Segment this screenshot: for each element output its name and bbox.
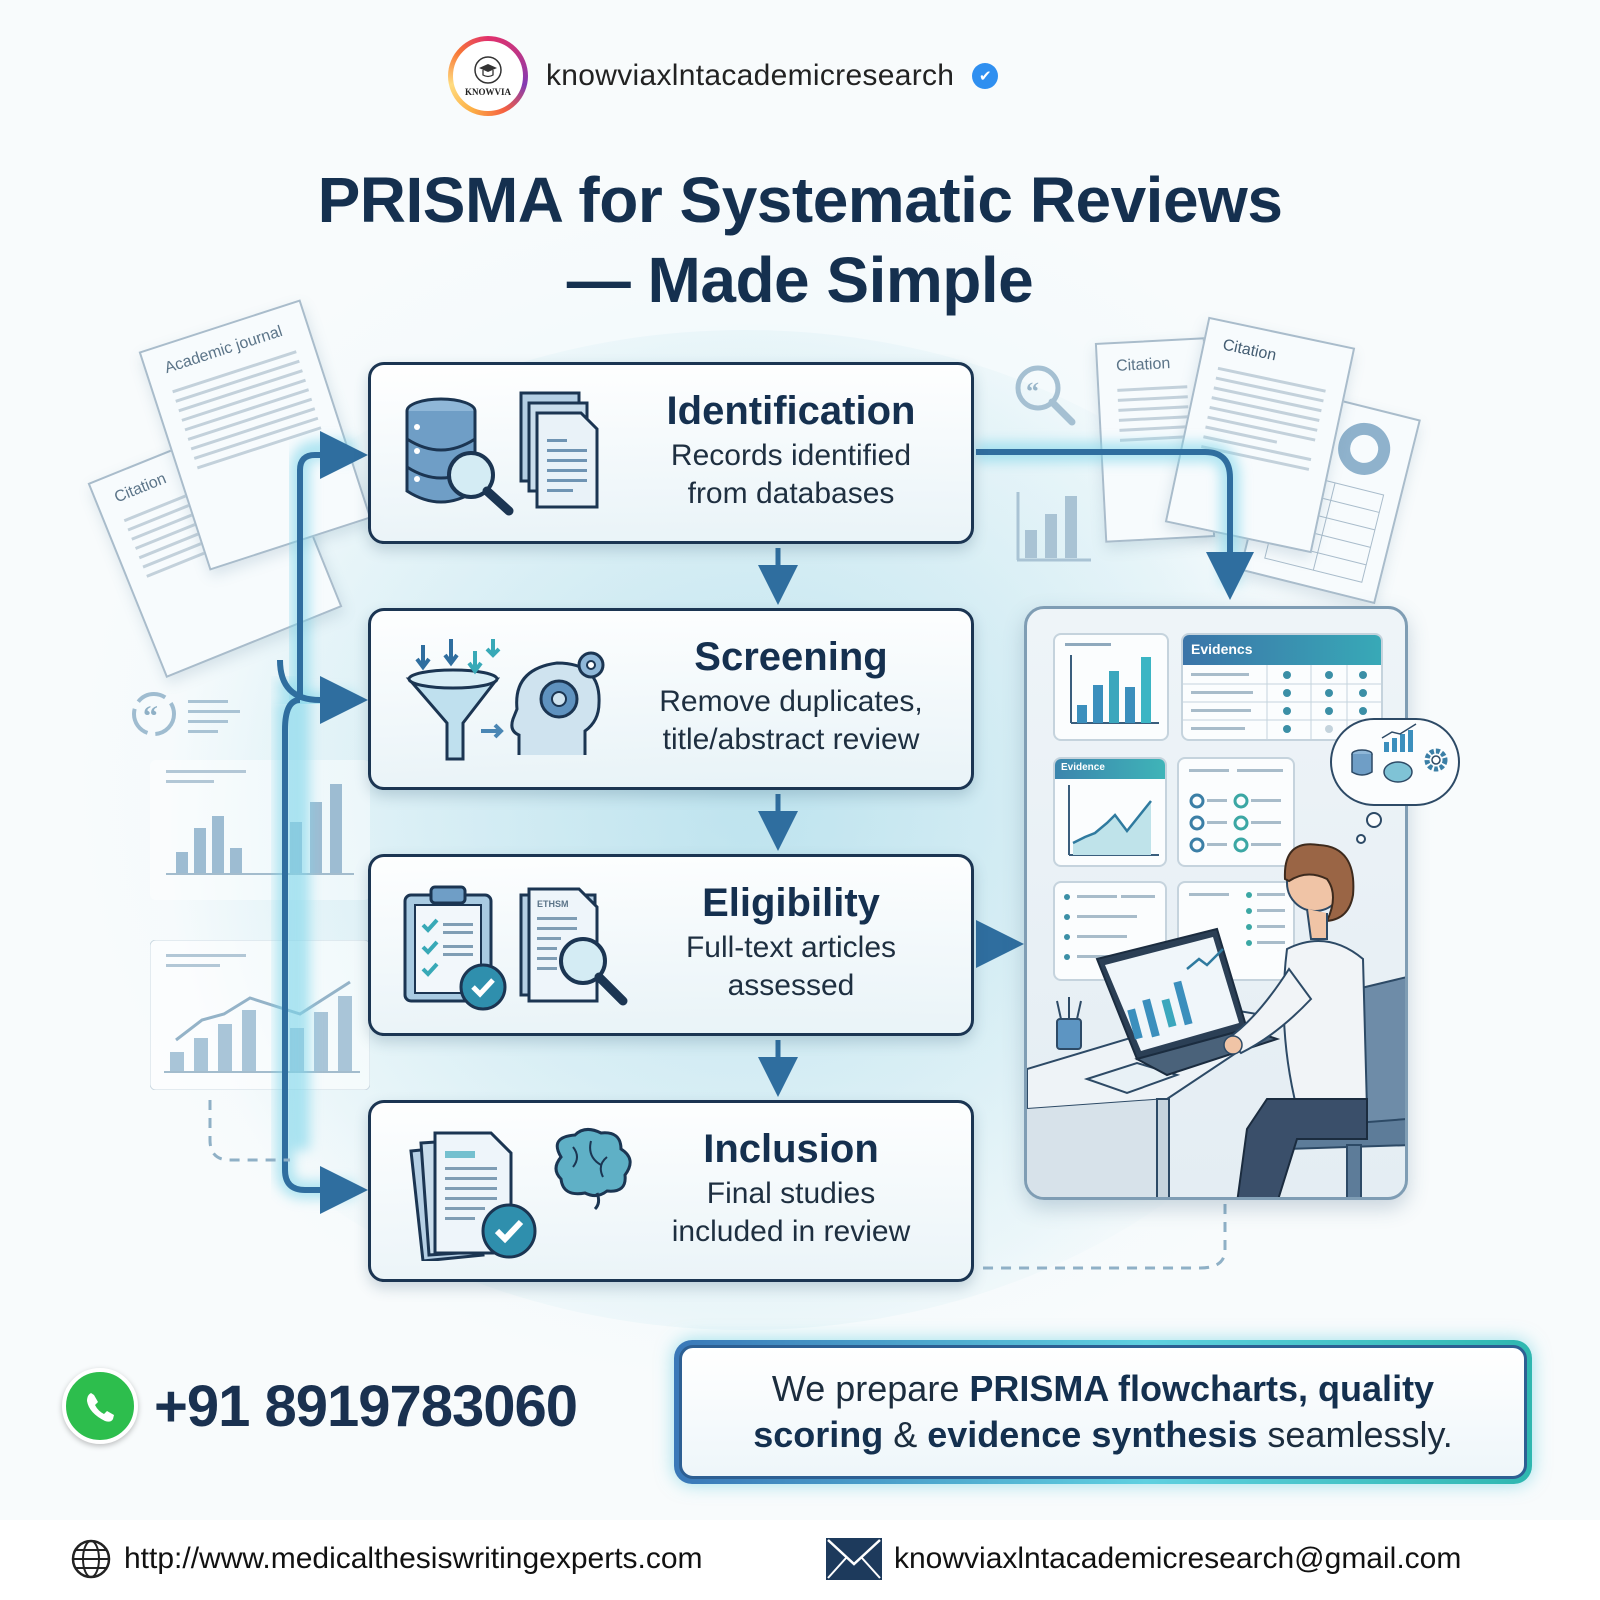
website-url[interactable]: http://www.medicalthesiswritingexperts.c… [124, 1542, 703, 1575]
footer: http://www.medicalthesiswritingexperts.c… [0, 1524, 1600, 1600]
mail-icon [826, 1538, 882, 1580]
evidence-dashboard-illustration: Evidencs Evidence [1024, 606, 1408, 1200]
graduation-cap-icon [474, 56, 502, 84]
dashboard-icon-list-card [1177, 757, 1295, 867]
website-link[interactable]: http://www.medicalthesiswritingexperts.c… [70, 1538, 703, 1580]
step-description: included in review [671, 1215, 911, 1248]
database-icon [1351, 749, 1373, 776]
documents-icon [519, 391, 599, 509]
step-icons [405, 391, 599, 516]
card-header: Evidence [1055, 759, 1165, 779]
verified-badge-icon: ✔ [972, 63, 999, 89]
quote-search-icon: “ [1015, 365, 1076, 426]
email-link[interactable]: knowviaxlntacademicresearch@gmail.com [826, 1538, 1461, 1580]
doc-title: Citation [1115, 355, 1171, 375]
table-header: Evidencs [1183, 635, 1381, 665]
page-title: PRISMA for Systematic Reviews — Made Sim… [0, 160, 1600, 320]
table-rows-graphic [1183, 665, 1381, 739]
tagline-part: seamlessly. [1257, 1414, 1453, 1455]
tagline-part: We prepare [771, 1368, 970, 1409]
tagline-text: We prepare PRISMA flowcharts, quality sc… [679, 1345, 1527, 1479]
decorative-mini-bar-chart [1016, 492, 1091, 562]
quote-lines-icon: “ [132, 692, 240, 736]
thought-bubble [1330, 718, 1460, 806]
dashboard-evidence-table: Evidencs [1181, 633, 1383, 741]
step-eligibility[interactable]: ETHSM Eligibility Full-text articles ass… [368, 854, 974, 1036]
head-gears-icon [510, 651, 605, 755]
whatsapp-icon[interactable] [62, 1368, 138, 1444]
tagline-bold: evidence synthesis [927, 1414, 1258, 1455]
decorative-growth-chart [150, 940, 370, 1090]
tagline-part: & [883, 1414, 928, 1455]
step-title: Screening [694, 635, 888, 679]
phone-handset-icon [87, 1393, 114, 1422]
thought-bubble-dot [1366, 812, 1382, 828]
document-magnifier-icon: ETHSM [519, 887, 628, 1006]
profile-header: KNOWVIA knowviaxlntacademicresearch ✔ [448, 36, 999, 116]
documents-check-icon [409, 1131, 537, 1261]
avatar[interactable]: KNOWVIA [448, 36, 528, 116]
step-screening[interactable]: Screening Remove duplicates, title/abstr… [368, 608, 974, 790]
step-icons: ETHSM [403, 885, 628, 1011]
line-chart-graphic [1068, 785, 1159, 856]
step-description: Records identified [670, 439, 912, 472]
icon-list-graphic [1189, 769, 1283, 853]
step-inclusion[interactable]: Inclusion Final studies included in revi… [368, 1100, 974, 1282]
step-description: from databases [687, 477, 895, 510]
brain-icon [1383, 761, 1413, 783]
avatar-logo-text: KNOWVIA [464, 87, 511, 97]
step-description: Remove duplicates, [659, 685, 923, 718]
step-description: Final studies [706, 1177, 876, 1210]
title-line-2: — Made Simple [566, 244, 1034, 316]
researcher-at-laptop-illustration [1027, 843, 1405, 1197]
dashboard-bar-chart-card [1053, 633, 1169, 741]
step-title: Eligibility [702, 881, 880, 925]
step-identification[interactable]: Identification Records identified from d… [368, 362, 974, 544]
growth-chart-icon [1381, 723, 1417, 752]
list-graphic [1064, 894, 1155, 960]
clipboard-check-icon [403, 885, 507, 1011]
step-description: Full-text articles [685, 931, 897, 964]
svg-text:“: “ [143, 700, 158, 733]
funnel-icon [405, 639, 504, 761]
email-address[interactable]: knowviaxlntacademicresearch@gmail.com [894, 1542, 1462, 1575]
thought-bubble-dot [1356, 834, 1366, 844]
thought-icons [1351, 723, 1448, 783]
doc-title: Citation [1221, 336, 1278, 365]
dashboard-evidence-line-chart: Evidence [1053, 757, 1167, 867]
username[interactable]: knowviaxlntacademicresearch [546, 59, 955, 92]
infographic-canvas: KNOWVIA knowviaxlntacademicresearch ✔ PR… [0, 0, 1600, 1520]
decorative-bar-chart [150, 760, 370, 900]
bar-chart-graphic [1065, 643, 1159, 724]
title-line-1: PRISMA for Systematic Reviews [317, 164, 1283, 236]
tagline-banner: We prepare PRISMA flowcharts, quality sc… [674, 1340, 1532, 1484]
step-description: title/abstract review [662, 723, 920, 756]
step-title: Identification [666, 389, 916, 433]
whatsapp-contact[interactable]: +91 8919783060 [62, 1368, 578, 1444]
svg-text:“: “ [1026, 377, 1039, 406]
phone-number[interactable]: +91 8919783060 [154, 1373, 578, 1439]
gear-icon [1424, 748, 1448, 772]
tagline-bold: PRISMA flowcharts, quality scoring [753, 1368, 1435, 1455]
svg-text:ETHSM: ETHSM [537, 899, 569, 909]
brain-icon [554, 1128, 632, 1211]
step-icons [405, 639, 605, 761]
list-graphic [1189, 892, 1285, 946]
step-title: Inclusion [703, 1127, 879, 1171]
globe-icon [71, 1539, 111, 1579]
step-icons [409, 1128, 632, 1261]
database-search-icon [405, 397, 514, 516]
step-description: assessed [727, 969, 855, 1002]
